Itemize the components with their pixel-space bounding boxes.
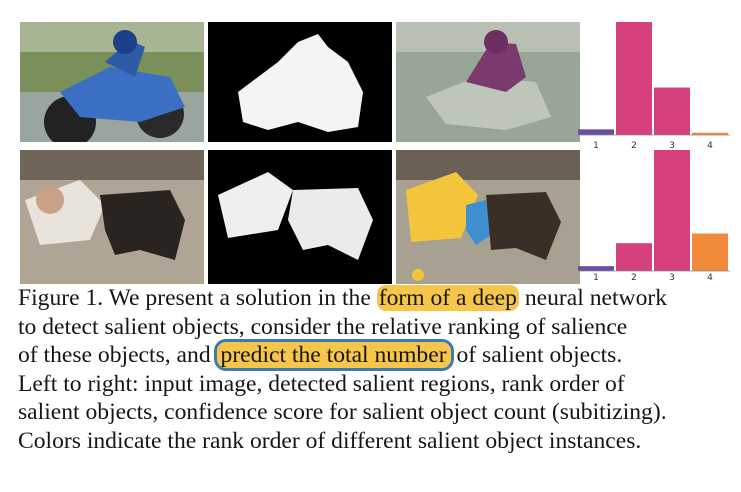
highlight-predict-total-number: predict the total number [213,339,454,371]
caption-line-1: Figure 1. We present a solution in the f… [18,285,668,311]
chart-0-tick-2: 2 [631,141,637,151]
caption-line-5: salient objects, confidence score for sa… [18,399,667,425]
figure-panel: 1 2 3 4 1 2 3 4 [20,22,730,284]
chart-1-bar-4 [692,233,728,271]
caption-line-6: Colors indicate the rank order of differ… [18,427,642,454]
chart-0-tick-4: 4 [707,141,713,151]
chart-0-bar-4 [692,132,728,135]
caption-line-2: to detect salient objects, consider the … [18,313,628,340]
chart-1-bar-1 [578,266,614,271]
chart-1-bar-2 [616,243,652,271]
saliency-map-dog [208,150,392,284]
figure-caption: Figure 1. We present a solution in the f… [18,284,730,455]
input-image-motorcycle [20,22,204,142]
chart-1-tick-4: 4 [707,273,713,283]
saliency-map-motorcycle [208,22,392,142]
input-image-dog [20,150,204,284]
chart-0-bar-3 [654,87,690,135]
caption-line-3: of these objects, and predict the total … [18,339,623,371]
chart-1-bar-3 [654,150,690,271]
highlight-form-of-deep: form of a deep [376,285,519,311]
chart-1-tick-2: 2 [631,273,637,283]
chart-0-bar-2 [616,22,652,135]
chart-0-bar-1 [578,129,614,135]
chart-1-tick-3: 3 [669,273,675,283]
subitizing-charts: 1 2 3 4 1 2 3 4 [578,22,730,283]
rank-order-motorcycle [396,22,580,142]
caption-line-4: Left to right: input image, detected sal… [18,370,625,397]
chart-0-tick-1: 1 [593,141,599,151]
chart-0-tick-3: 3 [669,141,675,151]
chart-1-tick-1: 1 [593,273,599,283]
rank-order-dog [396,150,580,284]
